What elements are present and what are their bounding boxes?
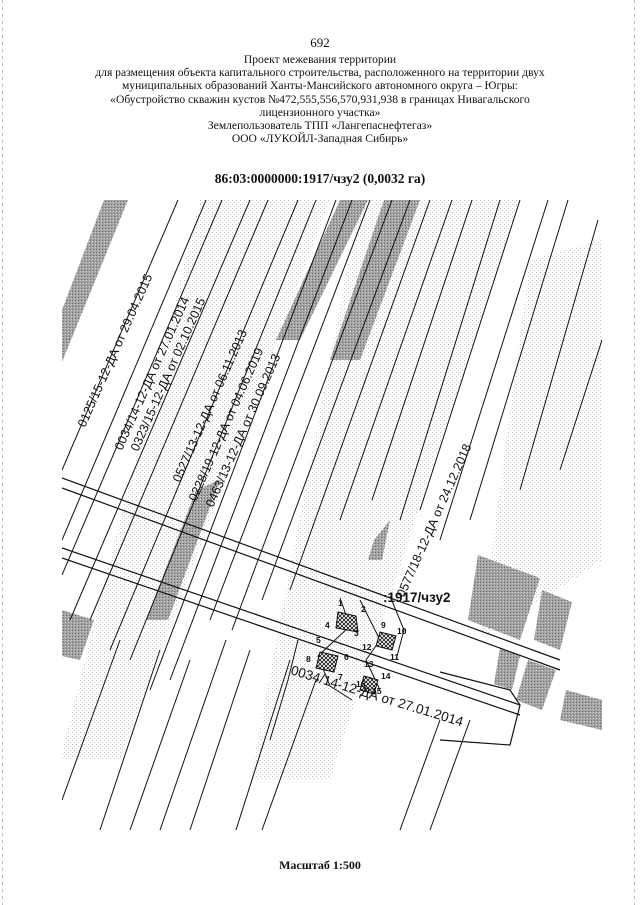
hatched-area	[368, 520, 390, 560]
point-number: 7	[338, 672, 343, 682]
point-number: 12	[362, 642, 372, 652]
header-line: «Обустройство скважин кустов №472,555,55…	[110, 92, 530, 106]
point-number: 6	[344, 652, 349, 662]
point-number: 13	[364, 659, 374, 669]
point-number: 15	[372, 686, 382, 696]
point-number: 2	[361, 604, 366, 614]
point-number: 3	[354, 628, 359, 638]
header-line: ООО «ЛУКОЙЛ-Западная Сибирь»	[231, 132, 409, 146]
header-line: лицензионного участка»	[259, 105, 381, 119]
stippled-area	[62, 200, 330, 760]
hatched-area	[516, 660, 556, 710]
point-number: 4	[325, 620, 330, 630]
parcel-label: :1917/чзу2	[383, 590, 451, 605]
map-body	[62, 200, 602, 830]
point-number: 11	[390, 652, 399, 662]
header-line: Проект межевания территории	[243, 53, 397, 66]
hatched-area	[468, 555, 540, 640]
strip-boundaries	[62, 200, 602, 830]
stippled-area	[480, 240, 602, 640]
hatched-area	[534, 590, 572, 650]
point-number: 14	[381, 671, 391, 681]
page-number: 692	[310, 35, 330, 50]
point-number: 8	[306, 654, 311, 664]
hatched-area	[62, 610, 94, 660]
map-scale: Масштаб 1:500	[279, 858, 361, 872]
scan-edge-right	[634, 0, 635, 905]
point-number: 1	[338, 598, 343, 608]
road-corridor	[62, 477, 561, 746]
header-line: для размещения объекта капитального стро…	[95, 66, 545, 80]
point-number: 16	[356, 679, 366, 689]
point-numbers: 1 2 3 4 5 6 7 8 9 10 11 12 13 14 15 16	[306, 598, 407, 696]
hatched-area	[330, 200, 420, 360]
hatched-area	[560, 690, 602, 730]
parcel-title: 86:03:0000000:1917/чзу2 (0,0032 га)	[214, 171, 426, 186]
header-line: муниципальных образований Ханты-Мансийск…	[121, 79, 519, 93]
point-number: 9	[381, 620, 386, 630]
hatched-area	[494, 648, 520, 690]
header-line: Землепользователь ТПП «Лангепаснефтегаз»	[207, 119, 433, 133]
hatched-area	[276, 200, 368, 340]
point-number: 10	[397, 626, 407, 636]
hatched-area	[146, 480, 220, 620]
hatched-area	[62, 200, 128, 362]
parcel-chzu2	[315, 611, 397, 695]
scan-edge-left	[2, 0, 3, 905]
document-header: Проект межевания территории для размещен…	[60, 53, 580, 145]
point-number: 5	[316, 635, 321, 645]
